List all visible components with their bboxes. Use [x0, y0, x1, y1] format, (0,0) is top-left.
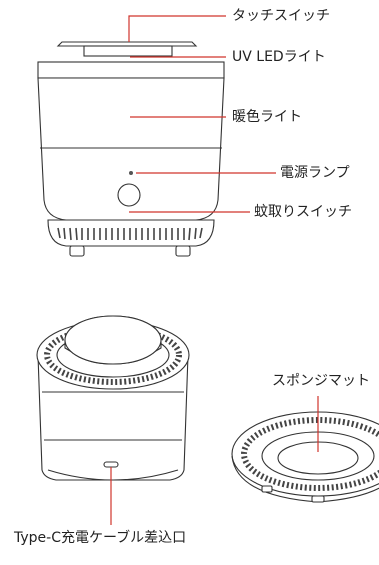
- label-warm-light: 暖色ライト: [232, 109, 302, 125]
- mat-feet: [261, 485, 325, 503]
- device-perspective-view: [36, 315, 190, 481]
- sponge-mat-view: [231, 411, 379, 503]
- label-touch-switch: タッチスイッチ: [232, 8, 330, 24]
- leader-touch-switch: [128, 15, 226, 42]
- label-typec-port: Type-C充電ケーブル差込口: [14, 530, 187, 546]
- foot-left: [69, 245, 85, 257]
- leader-lines: [110, 15, 319, 525]
- lid-band: [37, 61, 225, 79]
- base-vent-slots: [57, 227, 203, 241]
- perspective-base: [47, 469, 179, 481]
- label-power-lamp: 電源ランプ: [280, 165, 350, 181]
- label-sponge-mat: スポンジマット: [272, 373, 370, 389]
- top-disc-stem: [83, 45, 173, 57]
- label-uv-led: UV LEDライト: [232, 49, 326, 65]
- foot-right: [175, 245, 191, 257]
- device-front-view: [37, 41, 225, 257]
- mosquito-switch-button: [117, 183, 141, 207]
- typec-port: [103, 461, 119, 468]
- label-mosquito-switch: 蚊取りスイッチ: [254, 204, 352, 220]
- power-lamp-dot: [129, 171, 133, 175]
- perspective-body: [37, 354, 189, 481]
- touch-plate: [56, 41, 198, 47]
